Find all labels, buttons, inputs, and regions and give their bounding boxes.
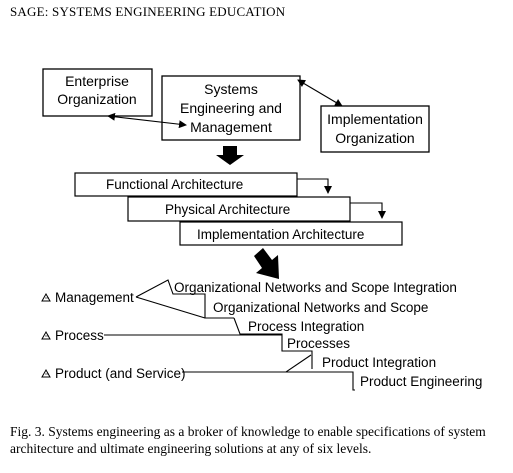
physical-architecture-label: Physical Architecture: [165, 202, 290, 217]
figure-diagram: Enterprise Organization Systems Engineer…: [41, 68, 482, 391]
enterprise-label-line1: Enterprise: [65, 73, 129, 89]
down-arrow-icon: [216, 146, 244, 165]
level-org-networks: Organizational Networks and Scope: [213, 300, 428, 315]
implementation-label-line2: Organization: [335, 130, 414, 146]
figure-caption: Fig. 3. Systems engineering as a broker …: [10, 424, 486, 456]
implementation-architecture-label: Implementation Architecture: [197, 227, 364, 242]
management-level-label: Management: [55, 290, 134, 305]
enterprise-organization-box: Enterprise Organization: [42, 68, 153, 117]
process-level-label: Process: [55, 328, 104, 343]
level-product-integration: Product Integration: [322, 355, 436, 370]
level-staircase: [104, 279, 355, 391]
implementation-label-line1: Implementation: [327, 111, 423, 127]
systems-label-line3: Management: [190, 119, 272, 135]
level-processes: Processes: [287, 336, 350, 351]
level-org-networks-integration: Organizational Networks and Scope Integr…: [174, 280, 457, 295]
level-product-engineering: Product Engineering: [360, 374, 482, 389]
running-header: SAGE: SYSTEMS ENGINEERING EDUCATION: [10, 4, 286, 19]
diagonal-arrow-icon: [254, 248, 279, 279]
product-level-label: Product (and Service): [55, 366, 186, 381]
systems-implementation-connector: [297, 79, 343, 107]
level-process-integration: Process Integration: [248, 319, 364, 334]
systems-engineering-box: Systems Engineering and Management: [161, 75, 301, 141]
enterprise-systems-connector: [107, 112, 187, 129]
enterprise-label-line2: Organization: [57, 91, 136, 107]
systems-label-line2: Engineering and: [180, 100, 282, 116]
systems-label-line1: Systems: [204, 81, 258, 97]
architecture-staircase: Functional Architecture Physical Archite…: [74, 172, 403, 246]
functional-architecture-label: Functional Architecture: [106, 177, 243, 192]
implementation-organization-box: Implementation Organization: [320, 105, 430, 153]
level-labels: Management Process Product (and Service): [41, 290, 186, 381]
